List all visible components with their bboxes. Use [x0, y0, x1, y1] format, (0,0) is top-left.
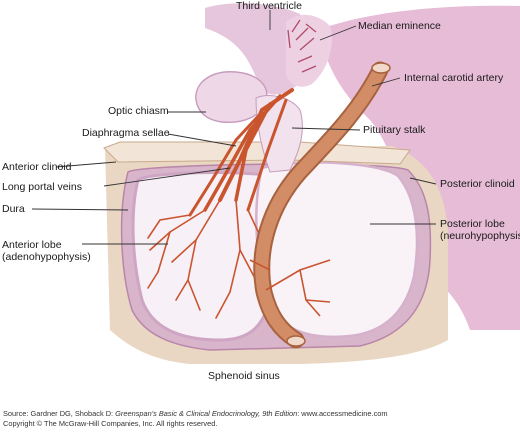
label-posterior-lobe: Posterior lobe (neurohypophysis)	[440, 218, 520, 242]
source-prefix: Source: Gardner DG, Shoback D:	[3, 409, 116, 418]
internal-carotid-artery	[253, 61, 391, 349]
label-pituitary-stalk: Pituitary stalk	[363, 124, 426, 136]
anterior-lobe-body	[131, 171, 280, 342]
optic-chiasm	[195, 71, 268, 123]
source-suffix: : www.accessmedicine.com	[297, 409, 388, 418]
third-ventricle-region	[205, 3, 308, 95]
label-dura: Dura	[2, 203, 25, 215]
diaphragma-sellae-plane	[103, 141, 411, 165]
label-anterior-lobe: Anterior lobe (adenohypophysis)	[2, 239, 91, 263]
source-citation: Source: Gardner DG, Shoback D: Greenspan…	[3, 409, 388, 429]
leader-lines	[31, 10, 437, 245]
source-copyright: Copyright © The McGraw-Hill Companies, I…	[3, 419, 218, 428]
posterior-lobe-vessels	[249, 259, 331, 317]
label-optic-chiasm: Optic chiasm	[108, 105, 169, 117]
label-third-ventricle: Third ventricle	[236, 0, 302, 12]
long-portal-veins	[188, 88, 294, 217]
label-median-eminence: Median eminence	[358, 20, 441, 32]
label-anterior-clinoid: Anterior clinoid	[2, 161, 72, 173]
median-eminence-plexus	[287, 19, 317, 73]
anterior-lobe-capillaries	[147, 199, 263, 319]
label-long-portal-veins: Long portal veins	[2, 181, 82, 193]
label-diaphragma-sellae: Diaphragma sellae	[82, 127, 170, 139]
label-posterior-clinoid: Posterior clinoid	[440, 178, 515, 190]
label-sphenoid-sinus: Sphenoid sinus	[208, 370, 280, 382]
median-eminence	[286, 14, 332, 87]
source-book-title: Greenspan's Basic & Clinical Endocrinolo…	[115, 409, 298, 418]
label-internal-carotid-artery: Internal carotid artery	[404, 72, 504, 84]
